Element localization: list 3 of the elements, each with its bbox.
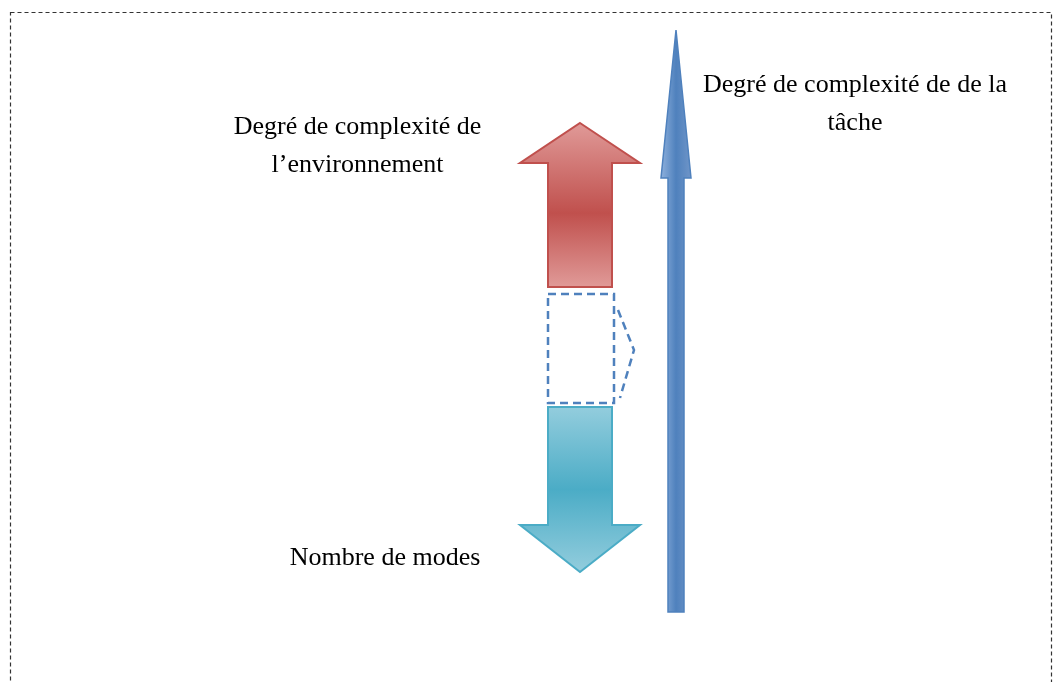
axis-label: Degré de complexité de l’environnement: [232, 110, 483, 180]
axis-label: Nombre de modes: [288, 541, 482, 573]
axis-label: Degré de complexité de de la tâche: [702, 68, 1008, 138]
